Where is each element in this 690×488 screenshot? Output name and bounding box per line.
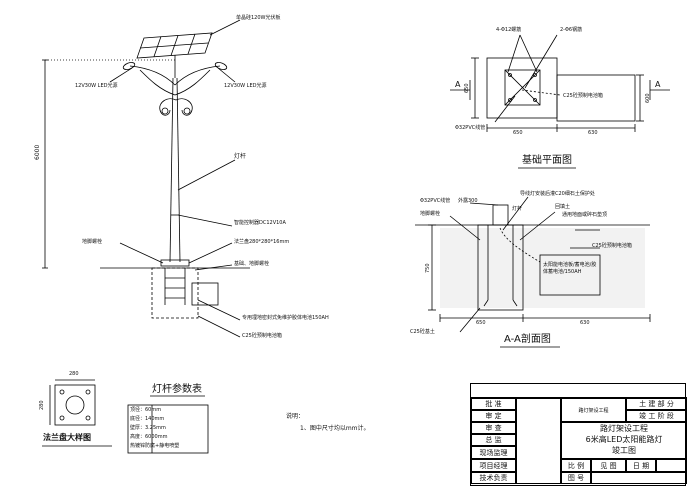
params-table bbox=[127, 404, 209, 454]
led-right-label: 12V30W LED光源 bbox=[224, 83, 267, 89]
section-depth-dim: 750 bbox=[425, 263, 431, 273]
title-block: 批 准 审 定 审 查 总 监 现场监理 项目经理 技术负责 路灯架设工程 土 … bbox=[470, 383, 687, 486]
tb-scale-value: 见 图 bbox=[591, 459, 626, 472]
section-box-label: C25砼预制电池箱 bbox=[592, 243, 632, 249]
tb-drawing-name-1: 6米高LED太阳能路灯 bbox=[585, 435, 663, 445]
section-ground-label: 回填土 bbox=[555, 204, 571, 210]
tb-project: 路灯架设工程 bbox=[600, 424, 648, 434]
plan-dim-height-1: 650 bbox=[464, 83, 470, 93]
tb-signatures bbox=[516, 398, 561, 484]
base-bolt-label: 基础、地脚螺栓 bbox=[234, 261, 270, 267]
notes-line-1: 1、图中尺寸均以mm计。 bbox=[300, 425, 370, 432]
battery-label: 专用埋地密封式免维护胶体电池150AH bbox=[242, 315, 329, 321]
tb-site: 现场监理 bbox=[471, 446, 516, 459]
tb-date-label: 日 期 bbox=[626, 459, 656, 472]
tb-drawing-name: 路灯架设工程 6米高LED太阳能路灯 竣工图 bbox=[561, 422, 687, 459]
title-block-header bbox=[471, 384, 687, 398]
height-dimension: 6000 bbox=[34, 144, 41, 160]
streetlight-elevation bbox=[42, 19, 250, 338]
section-c25-label: C25砼基土 bbox=[410, 329, 435, 335]
tb-drawing-no-value bbox=[591, 472, 687, 484]
tb-review: 审 定 bbox=[471, 410, 516, 422]
led-head-right bbox=[214, 62, 228, 70]
params-row-4: 高度：6000mm bbox=[130, 434, 168, 440]
params-row-3: 壁厚：3.25mm bbox=[130, 425, 166, 431]
params-row-2: 底径：140mm bbox=[130, 416, 165, 422]
tb-dept: 土 建 部 分 bbox=[626, 398, 687, 410]
foundation-plan bbox=[450, 34, 670, 132]
tb-date-value bbox=[656, 459, 687, 472]
tb-audit: 审 查 bbox=[471, 422, 516, 434]
tb-scale-label: 比 例 bbox=[561, 459, 591, 472]
section-anchor-label: 地脚螺栓 bbox=[420, 211, 441, 217]
section-outer-label: 外露300 bbox=[458, 198, 478, 204]
solar-panel-label: 单晶硅120W光伏板 bbox=[236, 15, 281, 21]
controller-label: 智能控制器DC12V10A bbox=[234, 220, 286, 226]
plan-dim-width-1: 650 bbox=[513, 130, 523, 136]
plan-bolts-label: 4-Φ12螺筋 bbox=[496, 27, 522, 33]
tb-drawing-name-2: 竣工图 bbox=[612, 445, 636, 455]
solar-panel bbox=[136, 32, 213, 59]
params-row-5: 热镀锌防腐+静电喷塑 bbox=[130, 443, 180, 449]
tb-tech: 技术负责 bbox=[471, 472, 516, 484]
anchor-bolt-label: 地脚螺栓 bbox=[82, 239, 103, 245]
section-dim-width-1: 650 bbox=[476, 320, 486, 326]
flange-dim-side: 280 bbox=[39, 400, 45, 410]
section-battery-note: 太阳能电池板/蓄电池/胶体蓄电池/150AH bbox=[543, 262, 597, 275]
lamp-arm-left bbox=[129, 65, 176, 86]
flange-detail bbox=[49, 379, 96, 426]
section-dim-width-2: 630 bbox=[580, 320, 590, 326]
section-title: A-A剖面图 bbox=[504, 334, 551, 345]
led-left-label: 12V30W LED光源 bbox=[75, 83, 118, 89]
flange-dim-top: 280 bbox=[69, 371, 79, 377]
led-head-left bbox=[122, 62, 136, 70]
section-pvc-label: Φ32PVC线管 bbox=[420, 198, 451, 204]
pole bbox=[169, 77, 174, 263]
plan-title: 基础平面图 bbox=[522, 155, 572, 166]
pole-label: 灯杆 bbox=[234, 153, 247, 160]
tb-check: 总 监 bbox=[471, 434, 516, 446]
plan-dim-width-2: 630 bbox=[588, 130, 598, 136]
tb-pm: 项目经理 bbox=[471, 459, 516, 472]
flange-title: 法兰盘大样图 bbox=[43, 433, 91, 442]
notes-heading: 说明： bbox=[286, 413, 305, 420]
params-row-1: 顶径：60mm bbox=[130, 407, 162, 413]
plan-marker-left: A bbox=[455, 80, 461, 89]
tb-project-small: 路灯架设工程 bbox=[561, 398, 626, 422]
section-wire-label: 导线灯安装后灌C20细石土保护处 bbox=[520, 191, 595, 197]
section-pole-label: 灯杆 bbox=[512, 206, 523, 212]
plan-holes-label: 2-Φ6钢筋 bbox=[560, 27, 583, 33]
tb-stage: 竣 工 阶 段 bbox=[626, 410, 687, 422]
plan-dim-height-2: 600 bbox=[645, 93, 651, 103]
foundation-label: C25砼预制电池箱 bbox=[242, 333, 282, 339]
plan-marker-right: A bbox=[655, 80, 661, 89]
lamp-arm-right bbox=[174, 65, 221, 86]
flange-label: 法兰盘280*280*16mm bbox=[234, 239, 290, 245]
plan-box-label: C25砼预制电池箱 bbox=[563, 93, 603, 99]
plan-pvc-label: Φ32PVC线管 bbox=[455, 125, 486, 131]
section-stone-label: 通用地面或碎石垫顶 bbox=[562, 212, 608, 218]
params-title: 灯杆参数表 bbox=[152, 384, 202, 395]
tb-approve: 批 准 bbox=[471, 398, 516, 410]
tb-drawing-no-label: 图 号 bbox=[561, 472, 591, 484]
section-aa bbox=[415, 196, 651, 333]
